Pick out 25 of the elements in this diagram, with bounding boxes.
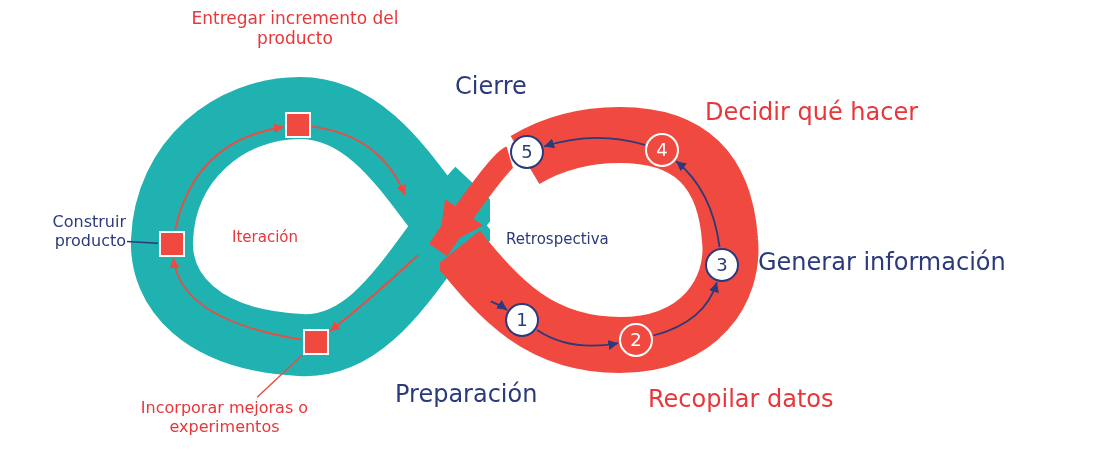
task-square — [303, 329, 329, 355]
step-label: Cierre — [455, 72, 528, 101]
step-label: Generar información — [758, 248, 1007, 277]
arrow — [490, 300, 508, 311]
loop-label: Retrospectiva — [506, 230, 609, 248]
leader-line — [256, 354, 303, 398]
arrow — [652, 281, 719, 337]
arrow — [170, 257, 303, 341]
arrow — [675, 160, 721, 249]
task-label: Construir producto — [6, 212, 126, 264]
task-square — [285, 112, 311, 138]
task-square — [159, 231, 185, 257]
arrow — [174, 123, 285, 231]
arrow — [328, 254, 419, 333]
step-label: Decidir qué hacer — [705, 98, 920, 127]
step-label: Preparación — [395, 380, 539, 409]
task-label: Incorporar mejoras o experimentos — [112, 398, 337, 458]
arrow — [536, 329, 620, 350]
leader-line — [126, 240, 159, 244]
arrow — [428, 147, 516, 257]
step-label: Entregar incremento del producto — [190, 8, 400, 49]
arrow — [311, 125, 406, 196]
arrow — [543, 136, 646, 149]
loop-label: Iteración — [232, 228, 298, 246]
step-label: Recopilar datos — [648, 385, 835, 414]
